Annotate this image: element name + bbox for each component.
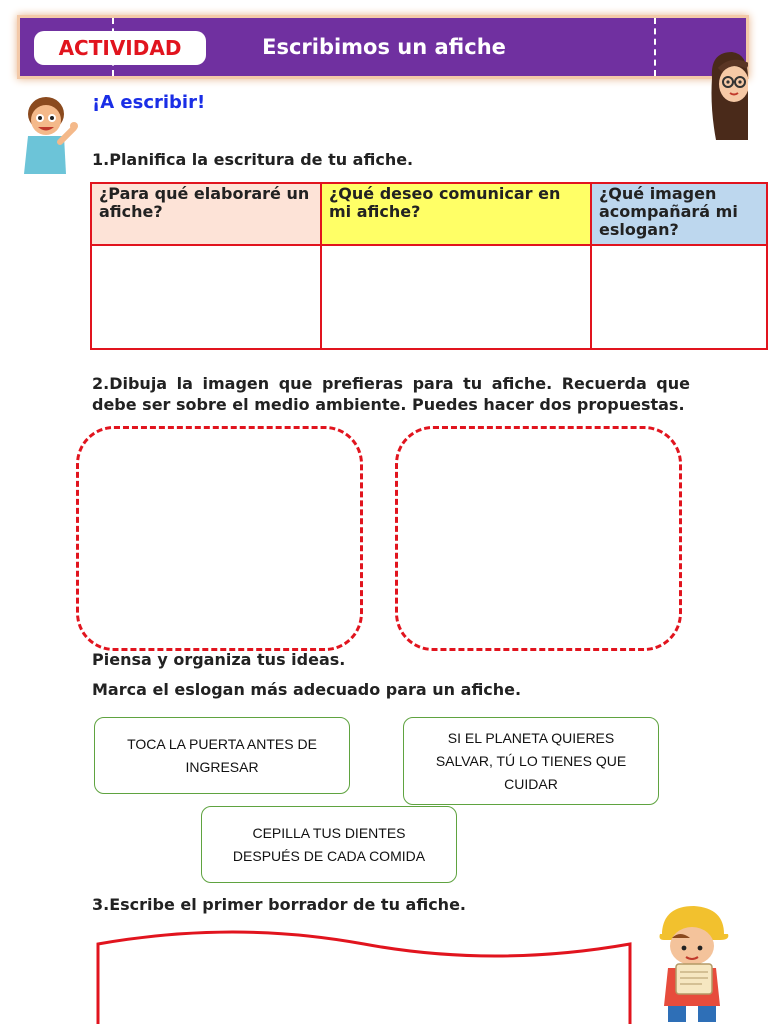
- step-3-heading: 3.Escribe el primer borrador de tu afich…: [92, 895, 466, 914]
- page-title: Escribimos un afiche: [262, 35, 506, 59]
- step-2-instructions: 2.Dibuja la imagen que prefieras para tu…: [92, 374, 690, 414]
- planning-table: ¿Para qué elaboraré un afiche? ¿Qué dese…: [90, 182, 768, 350]
- table-row: [90, 244, 768, 350]
- table-header-row: ¿Para qué elaboraré un afiche? ¿Qué dese…: [90, 182, 768, 246]
- answer-cell-image[interactable]: [590, 244, 768, 350]
- slogan-text: TOCA LA PUERTA ANTES DE INGRESAR: [127, 735, 317, 775]
- table-header-cell: ¿Para qué elaboraré un afiche?: [90, 182, 322, 246]
- activity-badge: ACTIVIDAD: [34, 31, 206, 65]
- drawing-area-2[interactable]: [395, 426, 682, 651]
- slogan-text: CEPILLA TUS DIENTES DESPUÉS DE CADA COMI…: [232, 824, 426, 864]
- slogan-option-3[interactable]: CEPILLA TUS DIENTES DESPUÉS DE CADA COMI…: [201, 806, 457, 883]
- slogan-option-1[interactable]: TOCA LA PUERTA ANTES DE INGRESAR: [94, 717, 350, 794]
- section-title: ¡A escribir!: [92, 92, 206, 113]
- slogan-option-2[interactable]: SI EL PLANETA QUIERES SALVAR, TÚ LO TIEN…: [403, 717, 659, 805]
- girl-with-glasses-icon: [711, 52, 748, 140]
- kid-reading-scroll-icon: [659, 906, 729, 1022]
- table-header-cell: ¿Qué deseo comunicar en mi afiche?: [320, 182, 592, 246]
- think-instruction: Piensa y organiza tus ideas.: [92, 650, 346, 669]
- slogan-text: SI EL PLANETA QUIERES SALVAR, TÚ LO TIEN…: [435, 729, 627, 792]
- answer-cell-message[interactable]: [320, 244, 592, 350]
- boy-pointing-icon: [24, 97, 78, 174]
- mark-instruction: Marca el eslogan más adecuado para un af…: [92, 680, 522, 699]
- drawing-area-1[interactable]: [76, 426, 363, 651]
- draft-writing-area[interactable]: [94, 926, 634, 1024]
- step-1-heading: 1.Planifica la escritura de tu afiche.: [92, 150, 414, 169]
- answer-cell-purpose[interactable]: [90, 244, 322, 350]
- table-header-cell: ¿Qué imagen acompañará mi eslogan?: [590, 182, 768, 246]
- banner-divider: [654, 18, 656, 76]
